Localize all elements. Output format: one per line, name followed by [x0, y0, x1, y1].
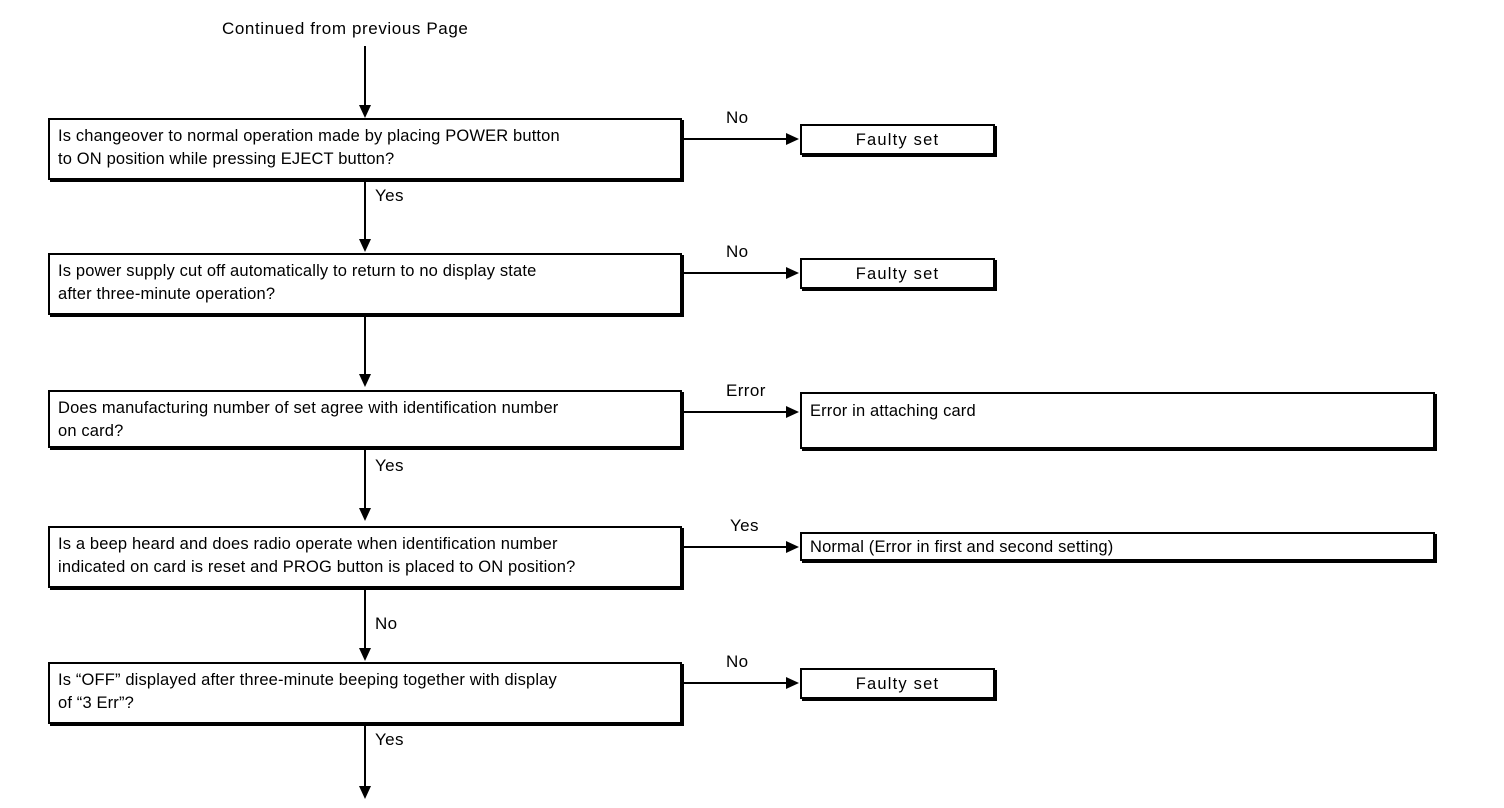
arrowhead-d5-to-outcome5-icon [786, 677, 799, 689]
arrowhead-d4-to-outcome4-icon [786, 541, 799, 553]
outcome-box-1[interactable]: Faulty set [800, 124, 995, 155]
branch-label-d1-yes: Yes [375, 186, 404, 205]
outcome-box-4-text: Normal (Error in first and second settin… [810, 538, 1114, 556]
outcome-box-3[interactable]: Error in attaching card [800, 392, 1435, 449]
connector-d4-to-d5 [364, 590, 366, 650]
connector-d1-to-outcome1 [682, 138, 786, 140]
connector-d4-to-outcome4 [682, 546, 786, 548]
decision-box-4-text: Is a beep heard and does radio operate w… [58, 535, 576, 576]
decision-box-5-text: Is “OFF” displayed after three-minute be… [58, 671, 557, 712]
branch-label-d5-yes: Yes [375, 730, 404, 749]
decision-box-2[interactable]: Is power supply cut off automatically to… [48, 253, 682, 315]
arrowhead-d3-to-d4-icon [359, 508, 371, 521]
arrowhead-d1-to-d2-icon [359, 239, 371, 252]
decision-box-2-text: Is power supply cut off automatically to… [58, 262, 537, 303]
connector-d2-to-outcome2 [682, 272, 786, 274]
connector-d5-to-next-page [364, 726, 366, 788]
entry-arrowhead-icon [359, 105, 371, 118]
branch-label-d1-no: No [726, 108, 749, 127]
branch-label-d5-no: No [726, 652, 749, 671]
branch-label-d4-no: No [375, 614, 398, 633]
arrowhead-d3-to-outcome3-icon [786, 406, 799, 418]
outcome-box-2-text: Faulty set [855, 265, 940, 283]
outcome-box-4[interactable]: Normal (Error in first and second settin… [800, 532, 1435, 561]
connector-d1-to-d2 [364, 182, 366, 242]
decision-box-5[interactable]: Is “OFF” displayed after three-minute be… [48, 662, 682, 724]
branch-label-d3-error: Error [726, 381, 766, 400]
branch-label-d3-yes: Yes [375, 456, 404, 475]
branch-label-d2-no: No [726, 242, 749, 261]
decision-box-4[interactable]: Is a beep heard and does radio operate w… [48, 526, 682, 588]
arrowhead-d4-to-d5-icon [359, 648, 371, 661]
connector-d3-to-d4 [364, 450, 366, 510]
arrowhead-d2-to-d3-icon [359, 374, 371, 387]
arrowhead-d2-to-outcome2-icon [786, 267, 799, 279]
connector-d5-to-outcome5 [682, 682, 786, 684]
decision-box-1-text: Is changeover to normal operation made b… [58, 127, 560, 168]
outcome-box-3-text: Error in attaching card [810, 402, 976, 420]
outcome-box-2[interactable]: Faulty set [800, 258, 995, 289]
connector-d3-to-outcome3 [682, 411, 786, 413]
continued-from-previous-page-note: Continued from previous Page [222, 19, 469, 38]
outcome-box-5-text: Faulty set [855, 675, 940, 693]
branch-label-d4-yes: Yes [730, 516, 759, 535]
outcome-box-5[interactable]: Faulty set [800, 668, 995, 699]
outcome-box-1-text: Faulty set [855, 131, 940, 149]
arrowhead-d1-to-outcome1-icon [786, 133, 799, 145]
connector-d2-to-d3 [364, 317, 366, 377]
decision-box-3-text: Does manufacturing number of set agree w… [58, 399, 559, 440]
decision-box-1[interactable]: Is changeover to normal operation made b… [48, 118, 682, 180]
arrowhead-d5-to-next-page-icon [359, 786, 371, 799]
entry-connector-line [364, 46, 366, 108]
decision-box-3[interactable]: Does manufacturing number of set agree w… [48, 390, 682, 448]
